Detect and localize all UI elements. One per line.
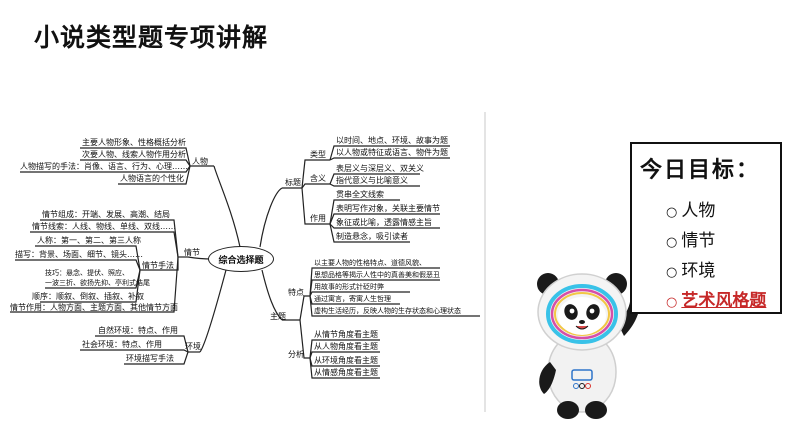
goals-title: 今日目标： <box>640 158 761 183</box>
shoufa-item: 技巧：悬念、提伏、照应、 <box>45 269 129 277</box>
mind-map-center: 综合选择题 <box>208 246 274 272</box>
branch-label-biaoti: 标题 <box>285 178 301 187</box>
qingjie-zuoyong: 情节作用：人物方面、主题方面、其他情节方面 <box>10 303 178 312</box>
shoufa-item: 顺序：顺叙、倒叙、插叙、补叙 <box>32 292 144 301</box>
circle-bullet-icon: ○ <box>666 265 678 280</box>
hanyi-item: 指代意义与比喻意义 <box>336 176 408 185</box>
shoufa-item: 人称：第一、第二、第三人称 <box>37 236 141 245</box>
fenxi-item: 从情节角度看主题 <box>314 330 378 339</box>
fenxi-item: 从情感角度看主题 <box>314 368 378 377</box>
tedian-item: 以主要人物的性格特点、道德风貌、 <box>314 259 426 267</box>
branch-label-zhuti: 主题 <box>270 312 286 321</box>
leixing-item: 以人物或特征或语言、物件为题 <box>336 148 448 157</box>
today-goals-panel: 今日目标： ○人物 ○情节 ○环境 ○艺术风格题 <box>630 142 782 314</box>
mind-map-branches <box>10 145 480 379</box>
slide-title: 小说类型题专项讲解 <box>34 23 269 52</box>
hanyi-item: 表层义与深层义、双关义 <box>336 164 424 173</box>
goals-list: ○人物 ○情节 ○环境 ○艺术风格题 <box>666 196 766 316</box>
branch-label-huanjing: 环境 <box>185 342 201 351</box>
qingjie-shoufa-label: 情节手法 <box>142 261 174 270</box>
biaoti-hanyi-label: 含义 <box>310 174 326 183</box>
renwu-item: 人物语言的个性化 <box>120 174 184 183</box>
biaoti-zuoyong-item: 象征或比喻，透露情感主旨 <box>336 218 432 227</box>
huanjing-item: 自然环境：特点、作用 <box>98 326 178 335</box>
circle-bullet-icon: ○ <box>666 295 678 310</box>
fenxi-item: 从环境角度看主题 <box>314 356 378 365</box>
tedian-item: 通过寓言，寄寓人生哲理 <box>314 295 391 303</box>
huanjing-item: 环境描写手法 <box>126 354 174 363</box>
qingjie-item: 情节组成：开端、发展、高潮、结局 <box>42 210 170 219</box>
circle-bullet-icon: ○ <box>666 235 678 250</box>
qingjie-item: 情节线索：人线、物线、单线、双线…… <box>32 222 176 231</box>
biaoti-leixing-label: 类型 <box>310 150 326 159</box>
tedian-item: 思想品格等揭示人性中的真善美和假恶丑 <box>314 271 440 279</box>
tedian-item: 虚构生活经历，反映人物的生存状态和心理状态 <box>314 307 461 315</box>
branch-label-qingjie: 情节 <box>184 248 200 257</box>
goal-item-art-style[interactable]: ○艺术风格题 <box>666 286 766 316</box>
huanjing-item: 社会环境：特点、作用 <box>82 340 162 349</box>
renwu-item: 次要人物、线索人物作用分析 <box>82 150 186 159</box>
tedian-item: 用故事的形式针砭时弊 <box>314 283 384 291</box>
circle-bullet-icon: ○ <box>666 205 678 220</box>
renwu-item: 主要人物形象、性格概括分析 <box>82 138 186 147</box>
biaoti-zuoyong-item: 表明写作对象，关联主要情节 <box>336 204 440 213</box>
panda-mascot-icon <box>537 273 641 419</box>
biaoti-zuoyong-item: 制造悬念，吸引读者 <box>336 232 408 241</box>
goal-item-renwu: ○人物 <box>666 201 716 221</box>
fenxi-item: 从人物角度看主题 <box>314 342 378 351</box>
zhuti-tedian-label: 特点 <box>288 288 304 297</box>
shoufa-item: 描写：背景、场面、细节、镜头…… <box>15 250 143 259</box>
zhuti-fenxi-label: 分析 <box>288 350 304 359</box>
goal-item-huanjing: ○环境 <box>666 261 716 281</box>
branch-label-renwu: 人物 <box>192 157 208 166</box>
biaoti-zuoyong-item: 贯串全文线索 <box>336 190 384 199</box>
vertical-divider <box>484 112 486 412</box>
biaoti-zuoyong-label: 作用 <box>310 214 326 223</box>
goal-item-qingjie: ○情节 <box>666 231 716 251</box>
shoufa-item: 一波三折、欲扬先抑、亭利式结尾 <box>45 279 150 287</box>
leixing-item: 以时间、地点、环境、故事为题 <box>336 136 448 145</box>
mind-map: 综合选择题 人物 主要人物形象、性格概括分析 次要人物、线索人物作用分析 人物描… <box>0 120 480 400</box>
art-style-link[interactable]: 艺术风格题 <box>681 291 767 311</box>
renwu-item: 人物描写的手法：肖像、语言、行为、心理…… <box>20 162 188 171</box>
